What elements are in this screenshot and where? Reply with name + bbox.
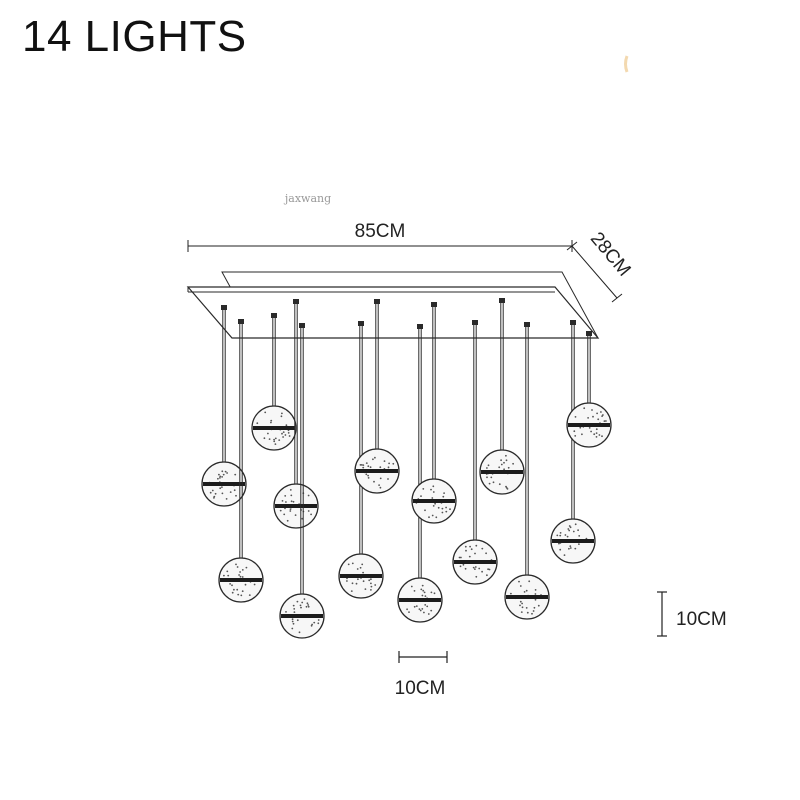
length-dimension: 85CM — [187, 221, 573, 252]
metal-band — [203, 482, 245, 486]
depth-label: 28CM — [586, 228, 635, 280]
metal-band — [340, 574, 382, 578]
page-title: 14 LIGHTS — [22, 12, 247, 61]
ball-height-dimension: 10CM — [657, 591, 727, 637]
metal-band — [253, 426, 295, 430]
ball-width-dimension: 10CM — [395, 651, 448, 699]
pendant-light — [273, 299, 319, 529]
pendant-light — [354, 299, 400, 494]
pendant-light — [504, 322, 550, 620]
depth-dimension: 28CM — [566, 228, 635, 303]
mount-cap — [524, 322, 530, 327]
metal-band — [481, 470, 523, 474]
mount-cap — [472, 320, 478, 325]
mount-cap — [221, 305, 227, 310]
mount-cap — [293, 299, 299, 304]
mount-cap — [358, 321, 364, 326]
metal-band — [399, 598, 441, 602]
metal-band — [220, 578, 262, 582]
accent-mark — [624, 55, 629, 73]
mount-cap — [238, 319, 244, 324]
pendant-light — [201, 305, 247, 507]
metal-band — [506, 595, 548, 599]
pendant-light — [251, 313, 297, 451]
ceiling-canopy — [186, 271, 600, 339]
mount-cap — [271, 313, 277, 318]
watermark: jaxwang — [283, 192, 331, 205]
mount-cap — [417, 324, 423, 329]
metal-band — [356, 469, 398, 473]
ball-width-label: 10CM — [395, 678, 446, 699]
metal-band — [454, 560, 496, 564]
pendant-lights — [201, 298, 612, 639]
pendant-light — [566, 331, 612, 448]
pendant-light — [479, 298, 525, 495]
mount-cap — [374, 299, 380, 304]
pendant-light — [279, 323, 325, 639]
metal-band — [413, 499, 455, 503]
mount-cap — [431, 302, 437, 307]
pendant-light — [411, 302, 457, 524]
pendant-light — [452, 320, 498, 585]
mount-cap — [570, 320, 576, 325]
mount-cap — [299, 323, 305, 328]
pendant-light — [397, 324, 443, 623]
metal-band — [275, 504, 317, 508]
length-label: 85CM — [355, 221, 406, 242]
metal-band — [568, 423, 610, 427]
mount-cap — [499, 298, 505, 303]
metal-band — [552, 539, 594, 543]
mount-cap — [586, 331, 592, 336]
pendant-light — [338, 321, 384, 599]
metal-band — [281, 614, 323, 618]
ball-height-label: 10CM — [676, 609, 727, 630]
pendant-light — [218, 319, 264, 603]
